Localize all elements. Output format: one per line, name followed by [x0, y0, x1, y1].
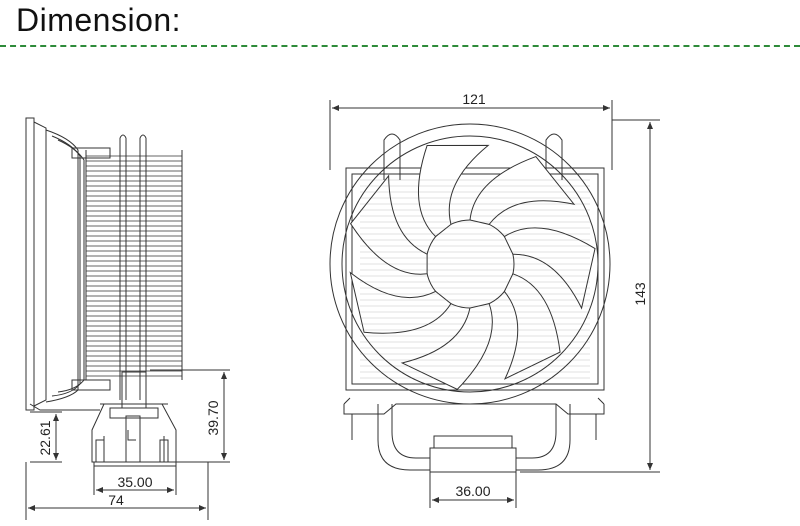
dim-label-143: 143 [632, 282, 648, 306]
fan-blade [349, 271, 452, 334]
dim-label-36: 36.00 [455, 483, 490, 499]
fan-blade [503, 273, 561, 380]
fan-frame-lip [33, 121, 47, 407]
fan-frame-side [25, 117, 35, 411]
fan-blade [350, 174, 428, 275]
page-title: Dimension: [16, 2, 182, 38]
fan-blade [400, 303, 493, 390]
dim-label-74: 74 [108, 492, 124, 508]
fan-blade [469, 155, 576, 225]
header-divider [0, 45, 800, 47]
base-block [429, 447, 517, 473]
dim-label-35: 35.00 [117, 474, 152, 490]
side-dimension-lines [28, 372, 227, 511]
front-view-fins [360, 179, 590, 379]
fin-stack-outline [345, 167, 605, 391]
fan-blade [418, 144, 490, 238]
fan-blade [503, 227, 596, 310]
fan-ring [341, 135, 599, 393]
side-view-fins [86, 155, 182, 377]
dim-label-22: 22.61 [37, 420, 53, 455]
front-dimension-lines [332, 105, 653, 503]
mounting-bracket [343, 403, 605, 415]
side-view-base [25, 369, 230, 520]
dim-label-121: 121 [462, 91, 486, 107]
fan-blades [349, 144, 596, 390]
dim-label-39: 39.70 [205, 400, 221, 435]
front-view-base [329, 100, 660, 508]
